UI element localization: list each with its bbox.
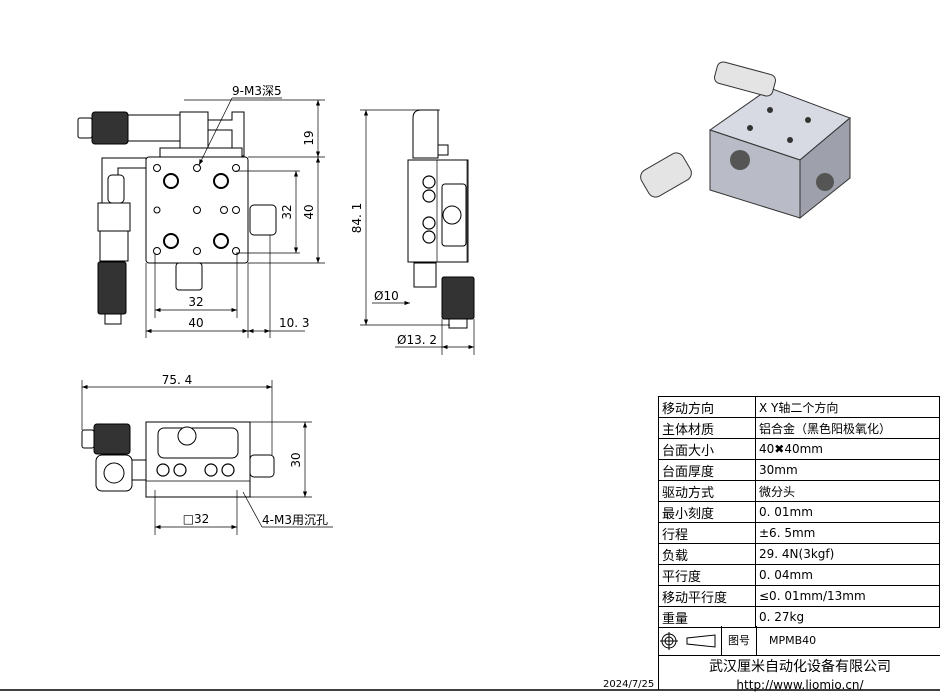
- side-view: 84. 1 Ø10 Ø13. 2: [350, 109, 475, 355]
- dim-40-vertical: 40: [302, 204, 316, 219]
- title-block: 图号 MPMB40 武汉厘米自动化设备有限公司 http://www.liomi…: [658, 626, 940, 692]
- dim-75-4: 75. 4: [162, 373, 193, 387]
- drawing-number-row: 图号 MPMB40: [659, 626, 940, 656]
- spec-key: 移动平行度: [658, 585, 756, 607]
- dim-84-1: 84. 1: [350, 203, 364, 234]
- dim-32-horizontal: 32: [188, 295, 203, 309]
- spec-value: 0. 27kg: [755, 606, 940, 628]
- dim-32-vertical: 32: [280, 204, 294, 219]
- spec-value: 29. 4N(3kgf): [755, 543, 940, 565]
- spec-value: X Y轴二个方向: [755, 396, 940, 418]
- company-row: 武汉厘米自动化设备有限公司 http://www.liomio.cn/: [659, 656, 940, 694]
- dim-40-horizontal: 40: [188, 316, 203, 330]
- hole-callout-9-m3: 9-M3深5: [232, 84, 282, 98]
- drawing-number-label: 图号: [721, 626, 757, 655]
- spec-value: 铝合金（黑色阳极氧化）: [755, 417, 940, 439]
- spec-value: 0. 01mm: [755, 501, 940, 523]
- dim-19: 19: [302, 130, 316, 145]
- spec-value: 0. 04mm: [755, 564, 940, 586]
- spec-value: 微分头: [755, 480, 940, 502]
- projection-symbol-icon: [660, 631, 716, 650]
- spec-row: 驱动方式微分头: [658, 480, 940, 502]
- spec-row: 移动平行度≤0. 01mm/13mm: [658, 585, 940, 607]
- spec-value: 40✖40mm: [755, 438, 940, 460]
- dim-diameter-10: Ø10: [374, 289, 399, 303]
- knurled-knob-side: [441, 276, 475, 320]
- spec-key: 台面大小: [658, 438, 756, 460]
- dim-30: 30: [289, 452, 303, 467]
- spec-key: 主体材质: [658, 417, 756, 439]
- dim-10-3: 10. 3: [279, 316, 310, 330]
- spec-key: 驱动方式: [658, 480, 756, 502]
- micrometer-knob-x: [91, 111, 129, 145]
- spec-row: 行程±6. 5mm: [658, 522, 940, 544]
- dim-square-32: □32: [183, 512, 210, 526]
- spec-key: 重量: [658, 606, 756, 628]
- company-url: http://www.liomio.cn/: [736, 678, 864, 692]
- spec-row: 主体材质铝合金（黑色阳极氧化）: [658, 417, 940, 439]
- spec-key: 移动方向: [658, 396, 756, 418]
- spec-value: ≤0. 01mm/13mm: [755, 585, 940, 607]
- drawing-number: MPMB40: [769, 634, 817, 647]
- spec-key: 最小刻度: [658, 501, 756, 523]
- spec-value: ±6. 5mm: [755, 522, 940, 544]
- hole-callout-4-m3: 4-M3用沉孔: [262, 513, 328, 527]
- company-name: 武汉厘米自动化设备有限公司: [709, 659, 891, 675]
- drawing-date: 2024/7/25: [603, 679, 655, 690]
- bottom-view: 75. 4 30 □32 4-M3用沉孔: [81, 373, 333, 535]
- spec-key: 台面厚度: [658, 459, 756, 481]
- spec-key: 负载: [658, 543, 756, 565]
- dim-diameter-13-2: Ø13. 2: [397, 333, 437, 347]
- spec-key: 行程: [658, 522, 756, 544]
- micrometer-knob-y: [97, 261, 127, 315]
- spec-value: 30mm: [755, 459, 940, 481]
- spec-key: 平行度: [658, 564, 756, 586]
- isometric-render: [640, 61, 851, 220]
- front-view: 19 40 32 32 40 10. 3 9-M3深5: [77, 84, 325, 338]
